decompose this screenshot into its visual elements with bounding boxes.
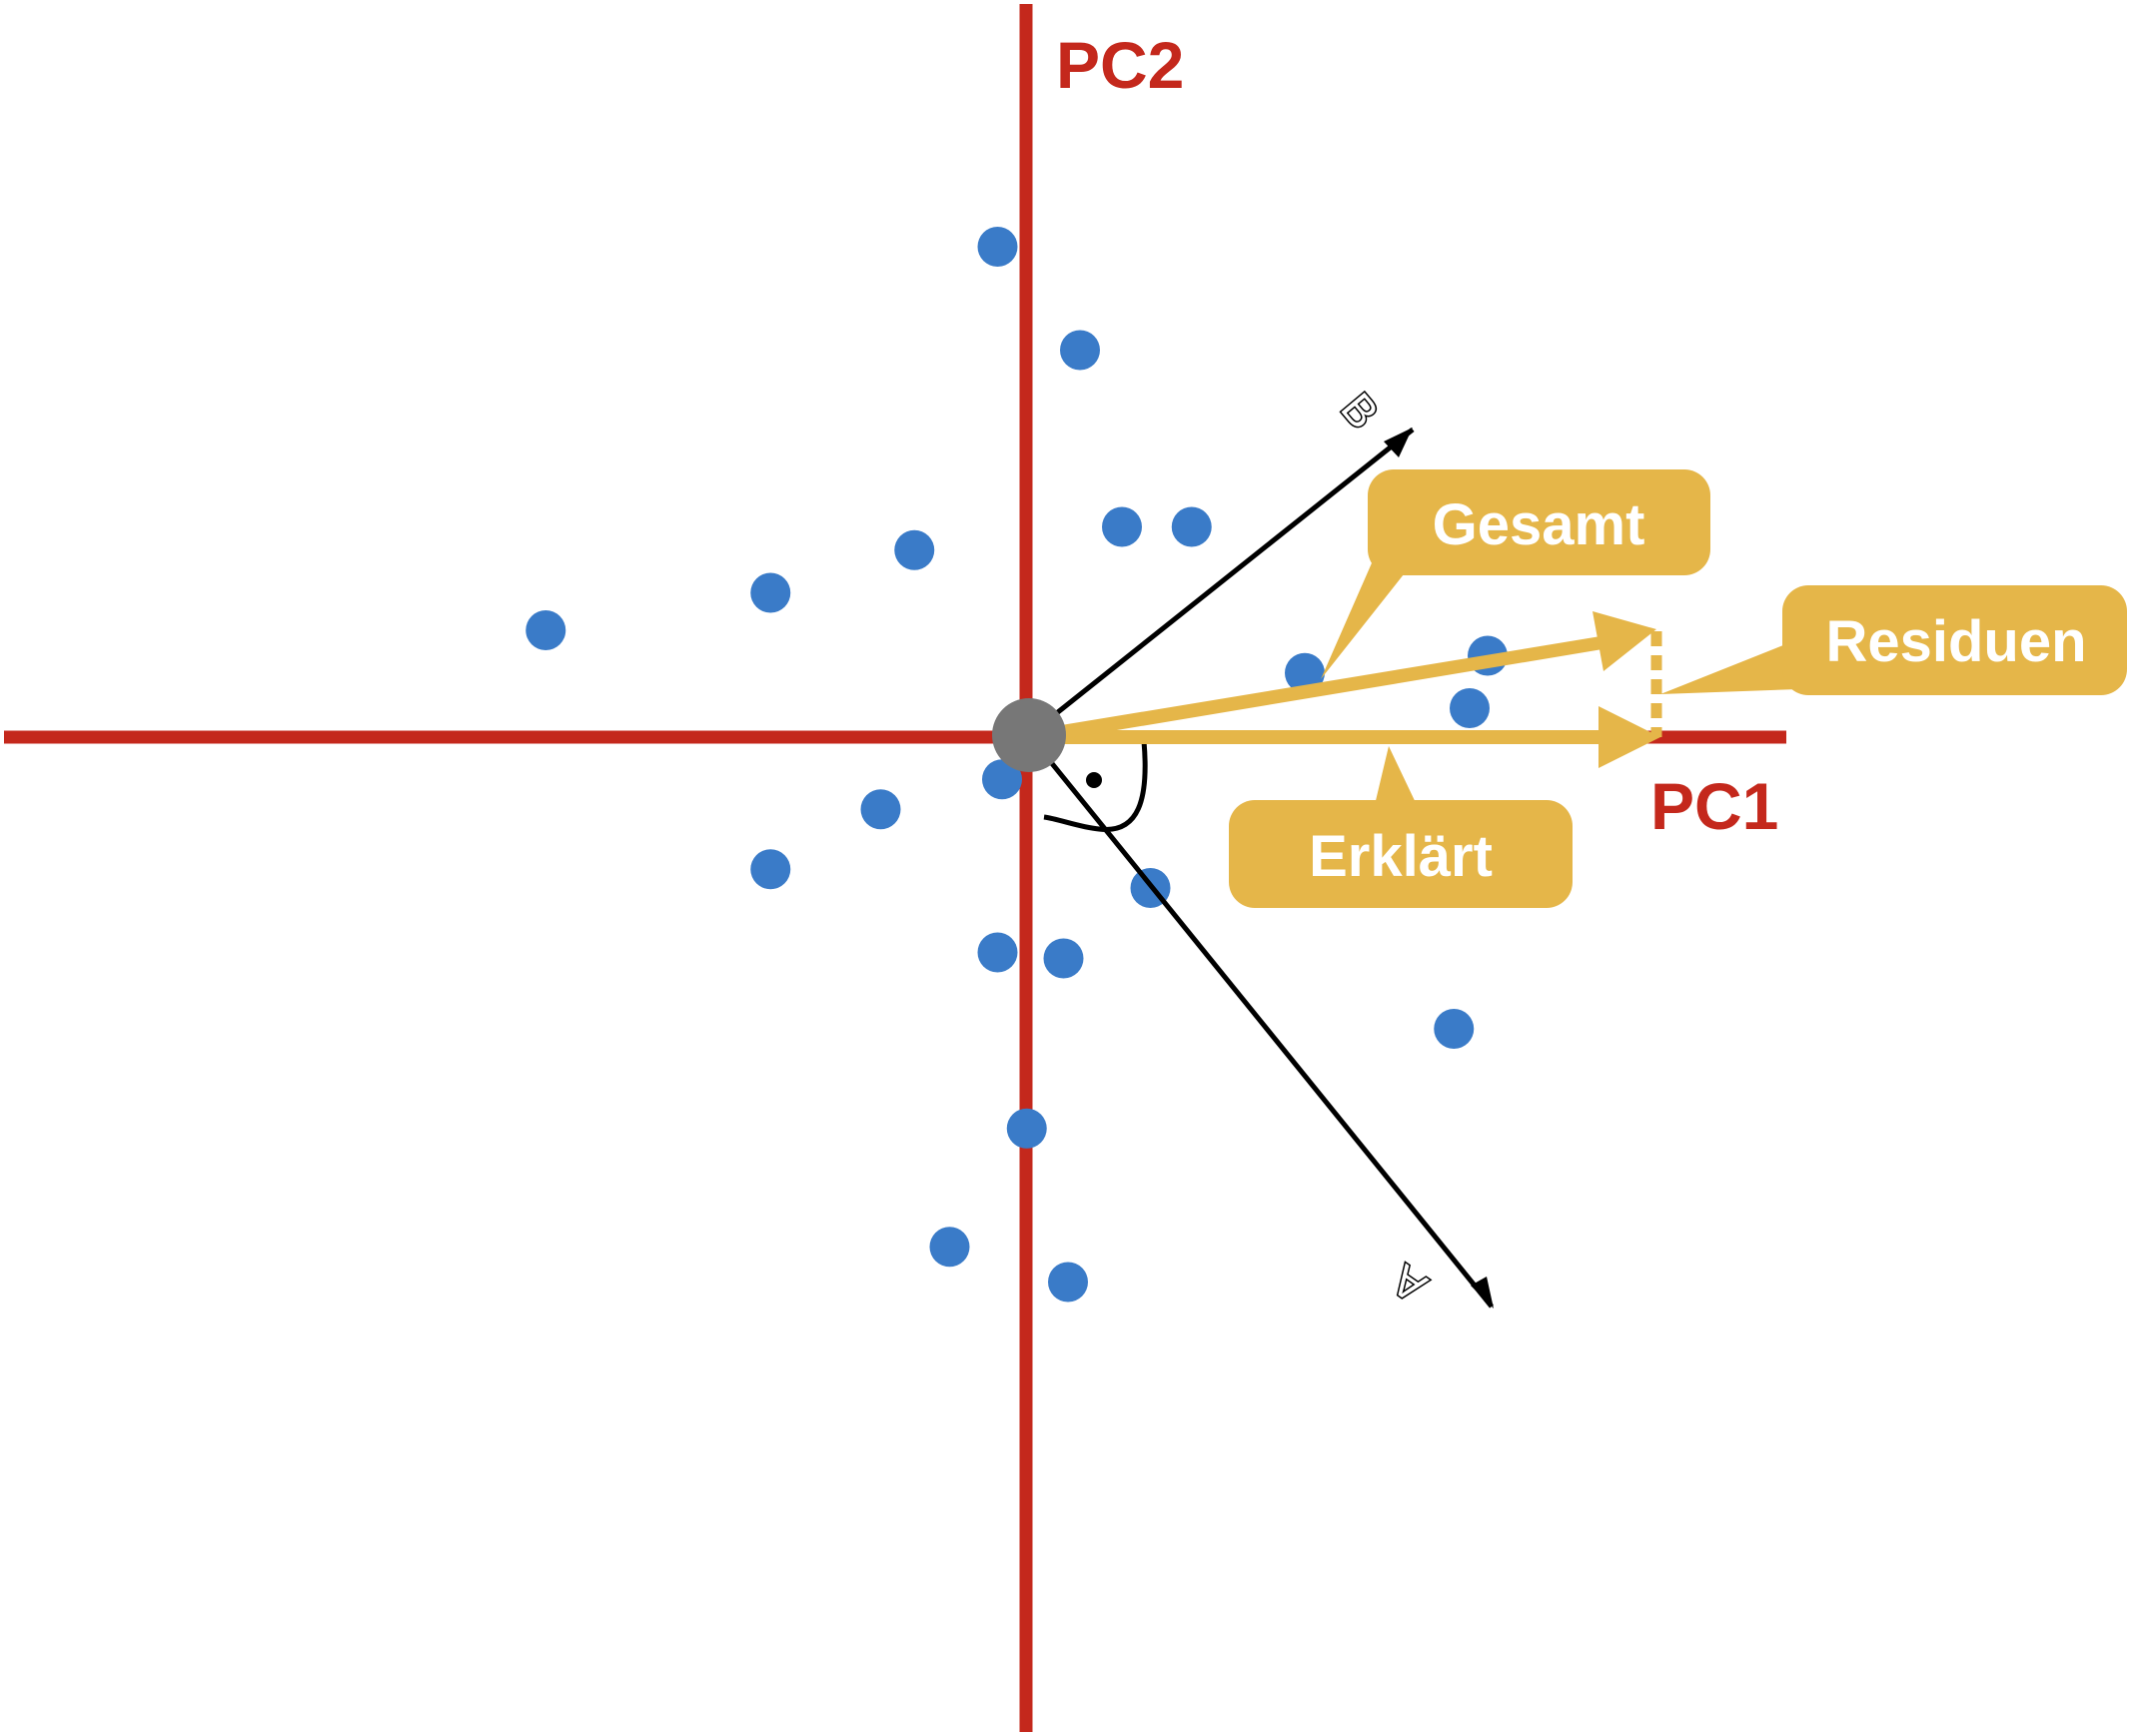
data-point: [1450, 688, 1490, 728]
data-point: [526, 610, 566, 650]
erklaert-callout-text: Erklärt: [1309, 824, 1493, 889]
residuen-callout: Residuen: [1660, 585, 2127, 695]
vector-a-arrowhead: [1471, 1277, 1494, 1308]
data-point: [1171, 506, 1212, 547]
data-points: [526, 227, 1508, 1302]
data-point: [860, 789, 901, 830]
gesamt-callout-text: Gesamt: [1433, 492, 1645, 557]
gesamt-arrowhead: [1593, 611, 1656, 671]
data-point: [1043, 938, 1084, 979]
data-point: [929, 1227, 970, 1268]
data-point: [977, 227, 1018, 267]
right-angle-dot: [1086, 772, 1102, 788]
data-point: [1060, 330, 1100, 371]
data-point: [1102, 506, 1142, 547]
pc2-label: PC2: [1056, 28, 1184, 102]
data-point: [977, 932, 1018, 973]
data-point: [894, 529, 935, 570]
vector-b-arrowhead: [1384, 428, 1413, 457]
right-angle-arc: [1043, 740, 1148, 832]
data-point: [982, 759, 1022, 800]
data-point: [1285, 652, 1325, 693]
data-point: [750, 572, 791, 613]
vector-b: [1027, 428, 1415, 737]
vector-a-label: A: [1383, 1255, 1436, 1311]
data-point: [750, 849, 791, 890]
erklaert-callout: Erklärt: [1229, 746, 1573, 908]
data-point: [1048, 1262, 1088, 1302]
vector-b-label: B: [1332, 385, 1388, 438]
gesamt-callout: Gesamt: [1321, 469, 1710, 679]
origin-point: [992, 698, 1066, 772]
data-point: [1434, 1009, 1475, 1049]
erklaert-arrow-shaft: [1031, 730, 1608, 744]
pc1-label: PC1: [1650, 769, 1778, 843]
gesamt-arrow-shaft: [1031, 636, 1602, 744]
erklaert-arrowhead: [1598, 706, 1660, 768]
residuen-callout-text: Residuen: [1825, 609, 2086, 674]
data-point: [1006, 1108, 1047, 1149]
